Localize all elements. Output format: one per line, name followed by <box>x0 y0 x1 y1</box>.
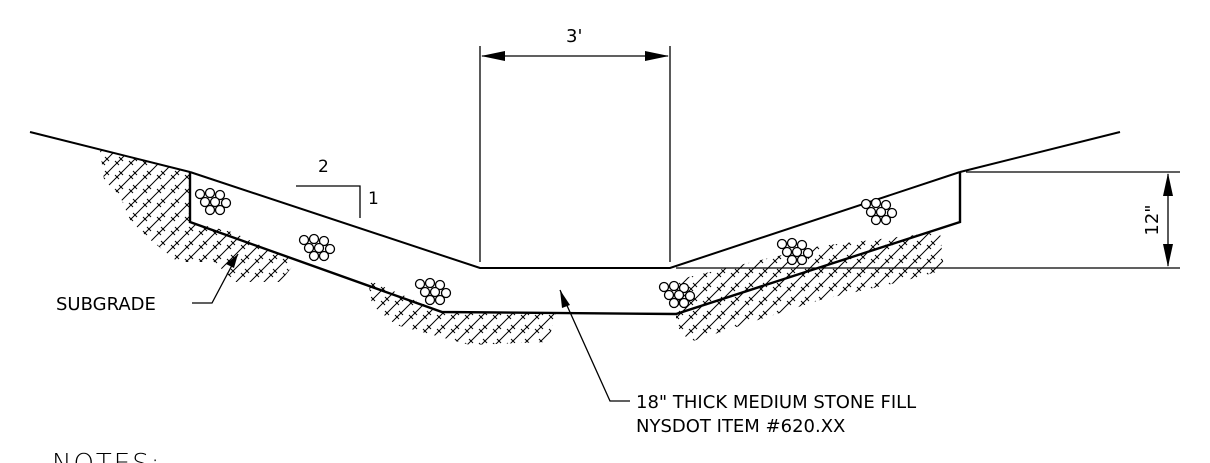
notes-heading: NOTES: <box>52 449 162 463</box>
bottom-width-arrows <box>481 51 669 61</box>
slope-run-label: 2 <box>318 157 329 177</box>
stone-fill-leader <box>559 289 630 402</box>
right-existing-ground <box>959 131 1121 173</box>
ground-profile <box>29 131 1121 269</box>
stone-fill-leader-arrow <box>560 290 570 308</box>
bottom-width-dimension <box>479 46 671 262</box>
subgrade-label: SUBGRADE <box>56 294 156 315</box>
stone-fill-label-line1: 18" THICK MEDIUM STONE FILL <box>636 392 916 413</box>
slope-indicator <box>296 185 361 218</box>
subgrade-leader <box>192 253 239 304</box>
channel-top-surface <box>189 171 961 269</box>
subgrade-leader-arrow <box>226 254 238 268</box>
slope-rise-label: 1 <box>368 189 379 209</box>
bottom-width-label: 3' <box>566 26 582 47</box>
depth-label: 12" <box>1142 204 1163 235</box>
stone-fill-label-line2: NYSDOT ITEM #620.XX <box>636 416 845 437</box>
depth-arrows <box>1163 173 1173 267</box>
stone-fill-lining <box>188 172 962 316</box>
left-existing-ground <box>29 131 191 173</box>
subgrade-hatching <box>100 150 944 345</box>
